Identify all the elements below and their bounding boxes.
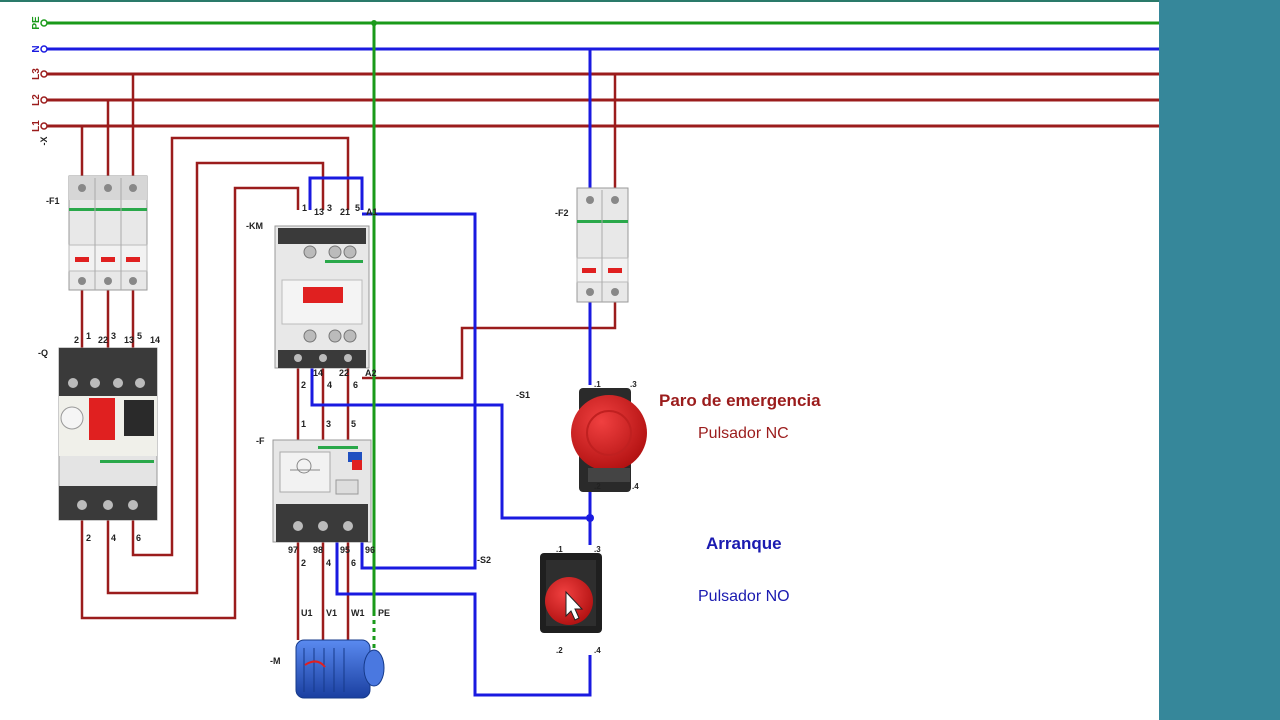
pushbutton-s1-nc[interactable] bbox=[571, 388, 647, 492]
no-button-title: Arranque bbox=[706, 534, 782, 553]
bus-lines bbox=[40, 19, 1159, 130]
side-panel bbox=[1159, 0, 1280, 720]
motor-protector-q[interactable] bbox=[58, 347, 158, 521]
svg-text:13: 13 bbox=[124, 335, 134, 345]
f-terminal-labels: 1 3 5 97 98 95 96 2 4 6 bbox=[288, 419, 375, 568]
bus-label-pe: PE bbox=[31, 16, 42, 30]
svg-text:3: 3 bbox=[327, 203, 332, 213]
svg-text:V1: V1 bbox=[326, 608, 337, 618]
svg-text:.2: .2 bbox=[594, 482, 601, 491]
nc-button-subtitle: Pulsador NC bbox=[698, 425, 789, 442]
svg-text:1: 1 bbox=[86, 331, 91, 341]
device-label-s2: -S2 bbox=[477, 555, 491, 565]
svg-text:.4: .4 bbox=[594, 646, 601, 655]
no-button-subtitle: Pulsador NO bbox=[698, 588, 790, 605]
svg-text:U1: U1 bbox=[301, 608, 313, 618]
svg-text:5: 5 bbox=[137, 331, 142, 341]
svg-text:5: 5 bbox=[355, 203, 360, 213]
svg-text:6: 6 bbox=[353, 380, 358, 390]
svg-text:3: 3 bbox=[111, 331, 116, 341]
svg-text:21: 21 bbox=[340, 207, 350, 217]
overload-relay-f[interactable] bbox=[272, 439, 372, 543]
svg-text:2: 2 bbox=[74, 335, 79, 345]
svg-text:6: 6 bbox=[136, 533, 141, 543]
device-label-q: -Q bbox=[38, 348, 48, 358]
motor-m[interactable] bbox=[295, 639, 385, 699]
svg-text:.3: .3 bbox=[630, 380, 637, 389]
breaker-f1[interactable] bbox=[68, 175, 148, 291]
svg-text:PE: PE bbox=[378, 608, 390, 618]
svg-text:6: 6 bbox=[351, 558, 356, 568]
svg-text:14: 14 bbox=[313, 368, 323, 378]
junction-dot bbox=[586, 514, 594, 522]
device-label-f2: -F2 bbox=[555, 208, 569, 218]
svg-text:3: 3 bbox=[326, 419, 331, 429]
svg-text:5: 5 bbox=[351, 419, 356, 429]
svg-text:22: 22 bbox=[98, 335, 108, 345]
km-terminal-labels: 1 13 3 21 5 A1 2 14 4 22 6 A2 bbox=[301, 203, 378, 390]
svg-text:4: 4 bbox=[111, 533, 116, 543]
svg-text:95: 95 bbox=[340, 545, 350, 555]
svg-text:.4: .4 bbox=[632, 482, 639, 491]
device-label-s1: -S1 bbox=[516, 390, 530, 400]
svg-text:2: 2 bbox=[301, 380, 306, 390]
bus-label-n: N bbox=[31, 45, 42, 52]
contactor-km[interactable] bbox=[274, 225, 370, 369]
svg-text:.3: .3 bbox=[594, 545, 601, 554]
svg-text:4: 4 bbox=[327, 380, 332, 390]
pushbutton-s2-no[interactable] bbox=[540, 553, 602, 633]
svg-text:.1: .1 bbox=[556, 545, 563, 554]
device-label-f: -F bbox=[256, 436, 265, 446]
s1-terminal-labels: .1 .3 .2 .4 bbox=[594, 380, 639, 491]
svg-text:96: 96 bbox=[365, 545, 375, 555]
s2-terminal-labels: .1 .3 .2 .4 bbox=[556, 545, 601, 655]
breaker-f2[interactable] bbox=[576, 187, 629, 303]
svg-text:1: 1 bbox=[301, 419, 306, 429]
bus-label-l3: L3 bbox=[31, 68, 42, 80]
svg-text:4: 4 bbox=[326, 558, 331, 568]
svg-text:1: 1 bbox=[302, 203, 307, 213]
svg-text:14: 14 bbox=[150, 335, 160, 345]
svg-text:2: 2 bbox=[301, 558, 306, 568]
device-label-f1: -F1 bbox=[46, 196, 60, 206]
power-wires bbox=[80, 74, 617, 640]
svg-text:97: 97 bbox=[288, 545, 298, 555]
svg-text:2: 2 bbox=[86, 533, 91, 543]
bus-label-l1: L1 bbox=[31, 120, 42, 132]
motor-terminal-labels: U1 V1 W1 PE bbox=[301, 608, 390, 618]
svg-text:A1: A1 bbox=[366, 207, 378, 217]
nc-button-title: Paro de emergencia bbox=[659, 391, 821, 410]
svg-text:22: 22 bbox=[339, 368, 349, 378]
control-wires bbox=[308, 49, 592, 697]
q-terminal-labels: 2 1 22 3 13 5 14 2 4 6 bbox=[74, 331, 160, 543]
svg-text:13: 13 bbox=[314, 207, 324, 217]
bus-labels: PE N L3 L2 L1 -X bbox=[31, 16, 49, 145]
svg-text:98: 98 bbox=[313, 545, 323, 555]
terminal-block-label: -X bbox=[39, 137, 49, 146]
svg-text:A2: A2 bbox=[365, 368, 377, 378]
device-label-km: -KM bbox=[246, 221, 263, 231]
mouse-cursor-icon bbox=[565, 590, 584, 621]
device-label-m: -M bbox=[270, 656, 281, 666]
bus-label-l2: L2 bbox=[31, 94, 42, 106]
svg-text:.1: .1 bbox=[594, 380, 601, 389]
svg-text:W1: W1 bbox=[351, 608, 365, 618]
svg-text:.2: .2 bbox=[556, 646, 563, 655]
